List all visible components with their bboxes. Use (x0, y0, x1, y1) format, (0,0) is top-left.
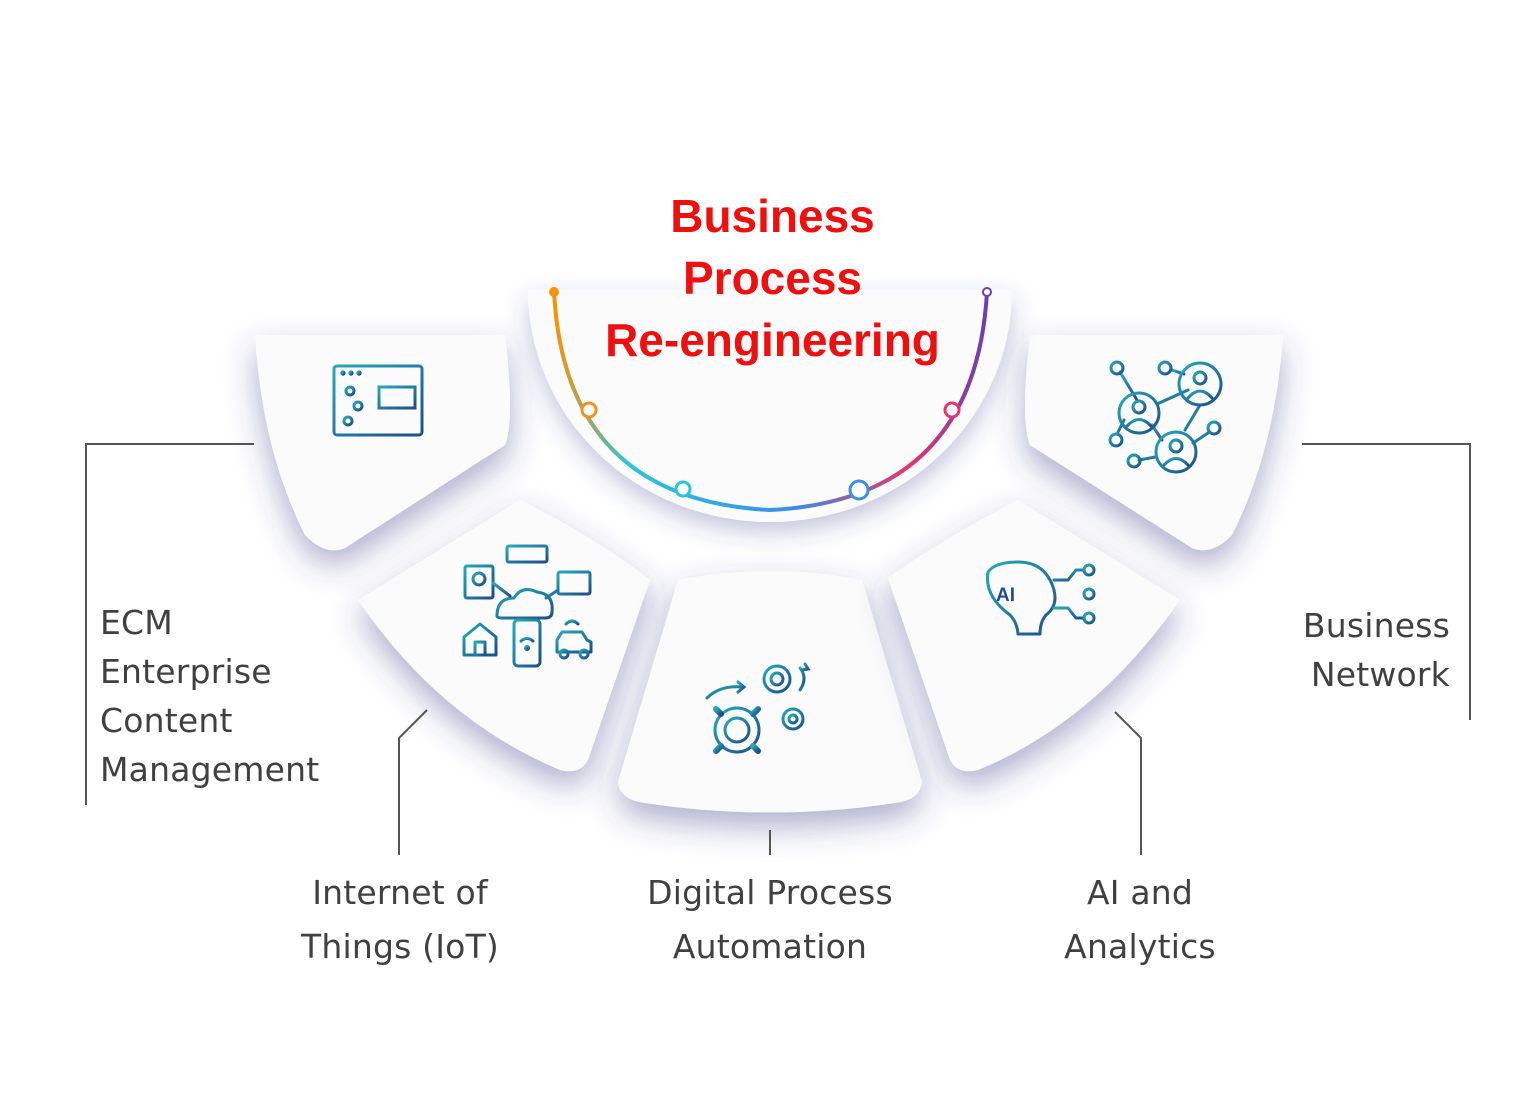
arc-node-6 (982, 287, 992, 297)
label-line: AI and (1086, 873, 1194, 912)
network-users-icon (1108, 360, 1223, 474)
segment-ai (888, 500, 1180, 772)
segment-iot (358, 500, 650, 772)
title-line-3: Re-engineering (605, 314, 940, 366)
label-ai: AI and Analytics (1020, 866, 1260, 974)
label-line: Analytics (1064, 927, 1216, 966)
center-hub (528, 290, 1012, 522)
label-line: Automation (672, 927, 868, 966)
connector-bn (1302, 443, 1471, 720)
label-ecm: ECM Enterprise Content Management (100, 598, 319, 794)
connector-iot (398, 709, 428, 855)
label-line: ECM (100, 603, 173, 642)
label-line: Things (IoT) (300, 927, 499, 966)
arc-node-4 (848, 479, 870, 501)
label-line: Digital Process (647, 873, 893, 912)
segment-dpa (618, 571, 922, 813)
diagram-title: Business Process Re-engineering (540, 185, 1005, 371)
arc-node-2 (580, 401, 598, 419)
label-line: Business (1302, 606, 1450, 645)
label-line: Content (100, 701, 233, 740)
label-line: Internet of (312, 873, 488, 912)
label-business-network: Business Network (1240, 601, 1450, 699)
label-iot: Internet of Things (IoT) (270, 866, 530, 974)
control-panel-icon (332, 364, 424, 437)
label-dpa: Digital Process Automation (610, 866, 930, 974)
ai-lightbulb-icon: AI (978, 553, 1096, 672)
segment-bn (1025, 335, 1283, 551)
arc-node-3 (674, 480, 692, 498)
arc-node-5 (943, 401, 961, 419)
connectors (85, 443, 1471, 855)
label-line: Management (100, 750, 320, 789)
label-line: Network (1310, 655, 1450, 694)
svg-text:AI: AI (996, 585, 1015, 606)
arc-node-1 (549, 287, 559, 297)
title-line-1: Business (670, 190, 875, 242)
connector-ecm (85, 443, 254, 805)
iot-devices-icon (462, 544, 593, 668)
progress-arc (552, 291, 989, 513)
gears-icon (704, 657, 811, 763)
connector-ai (1114, 711, 1142, 855)
title-line-2: Process (682, 252, 862, 304)
label-line: Enterprise (100, 652, 272, 691)
segment-ecm (255, 335, 510, 551)
